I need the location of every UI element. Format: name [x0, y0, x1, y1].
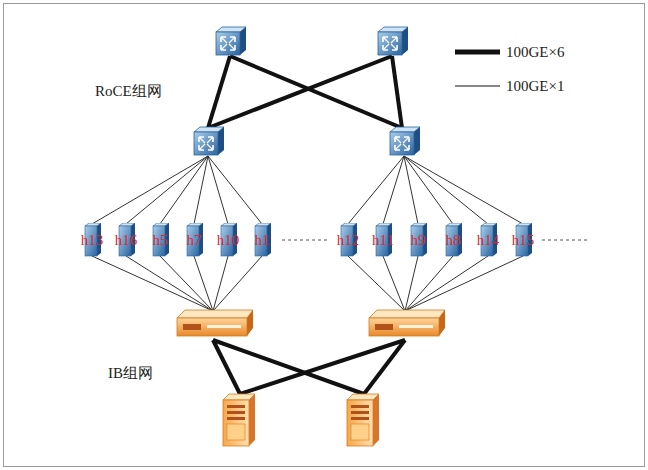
legend-text: 100GE×6: [506, 43, 564, 61]
server-node: h5: [143, 223, 177, 257]
server-label: h11: [366, 223, 400, 257]
server-node: h14: [471, 223, 505, 257]
legend-thin-line: [455, 85, 500, 86]
server-node: h10: [211, 223, 245, 257]
server-label: h9: [401, 223, 435, 257]
server-label: h1: [245, 223, 279, 257]
server-node: h16: [109, 223, 143, 257]
server-label: h14: [471, 223, 505, 257]
server-label: h15: [506, 223, 540, 257]
server-node: h9: [401, 223, 435, 257]
legend-thick-line: [455, 50, 500, 55]
server-label: h7: [177, 223, 211, 257]
server-node: h12: [331, 223, 365, 257]
server-node: h7: [177, 223, 211, 257]
server-label: h12: [331, 223, 365, 257]
server-node: h15: [506, 223, 540, 257]
server-label: h10: [211, 223, 245, 257]
server-node: h8: [436, 223, 470, 257]
network-label: IB组网: [108, 364, 153, 382]
server-label: h8: [436, 223, 470, 257]
legend-text: 100GE×1: [506, 77, 564, 95]
network-label: RoCE组网: [95, 82, 162, 100]
server-node: h1: [245, 223, 279, 257]
server-label: h5: [143, 223, 177, 257]
server-label: h16: [109, 223, 143, 257]
server-label: h13: [75, 223, 109, 257]
server-node: h11: [366, 223, 400, 257]
server-node: h13: [75, 223, 109, 257]
